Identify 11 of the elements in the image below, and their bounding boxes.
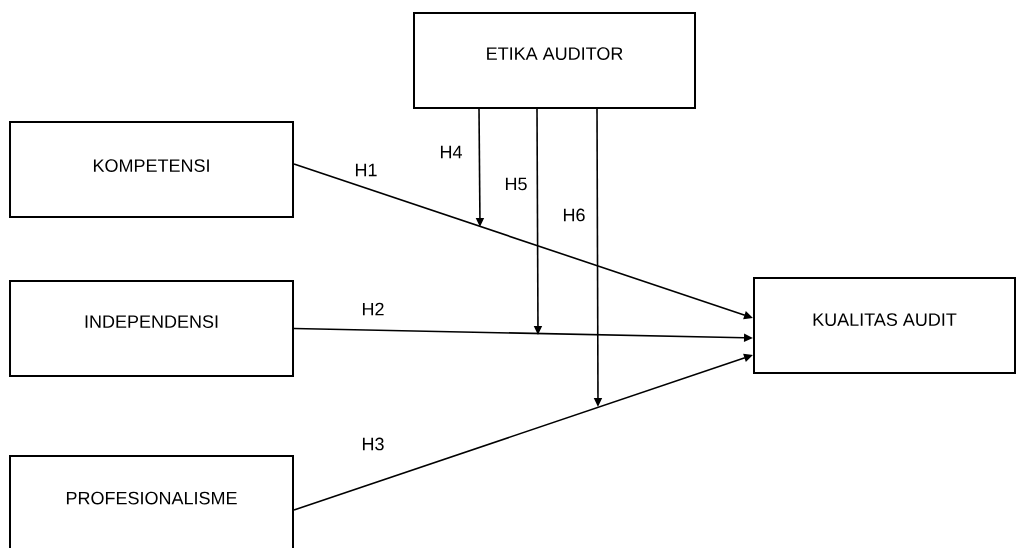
edge-label: H4 [438, 144, 464, 160]
edge-label: H3 [360, 436, 386, 452]
edge-label: H2 [360, 301, 386, 317]
edge-label: H5 [503, 176, 529, 192]
box: INDEPENDENSI [9, 280, 294, 377]
box: KUALITAS AUDIT [753, 277, 1016, 374]
edge-label: H6 [561, 207, 587, 223]
box: ETIKA AUDITOR [413, 12, 696, 109]
box: KOMPETENSI [9, 121, 294, 218]
edge-label: H1 [353, 162, 379, 178]
box: PROFESIONALISME [9, 455, 294, 548]
